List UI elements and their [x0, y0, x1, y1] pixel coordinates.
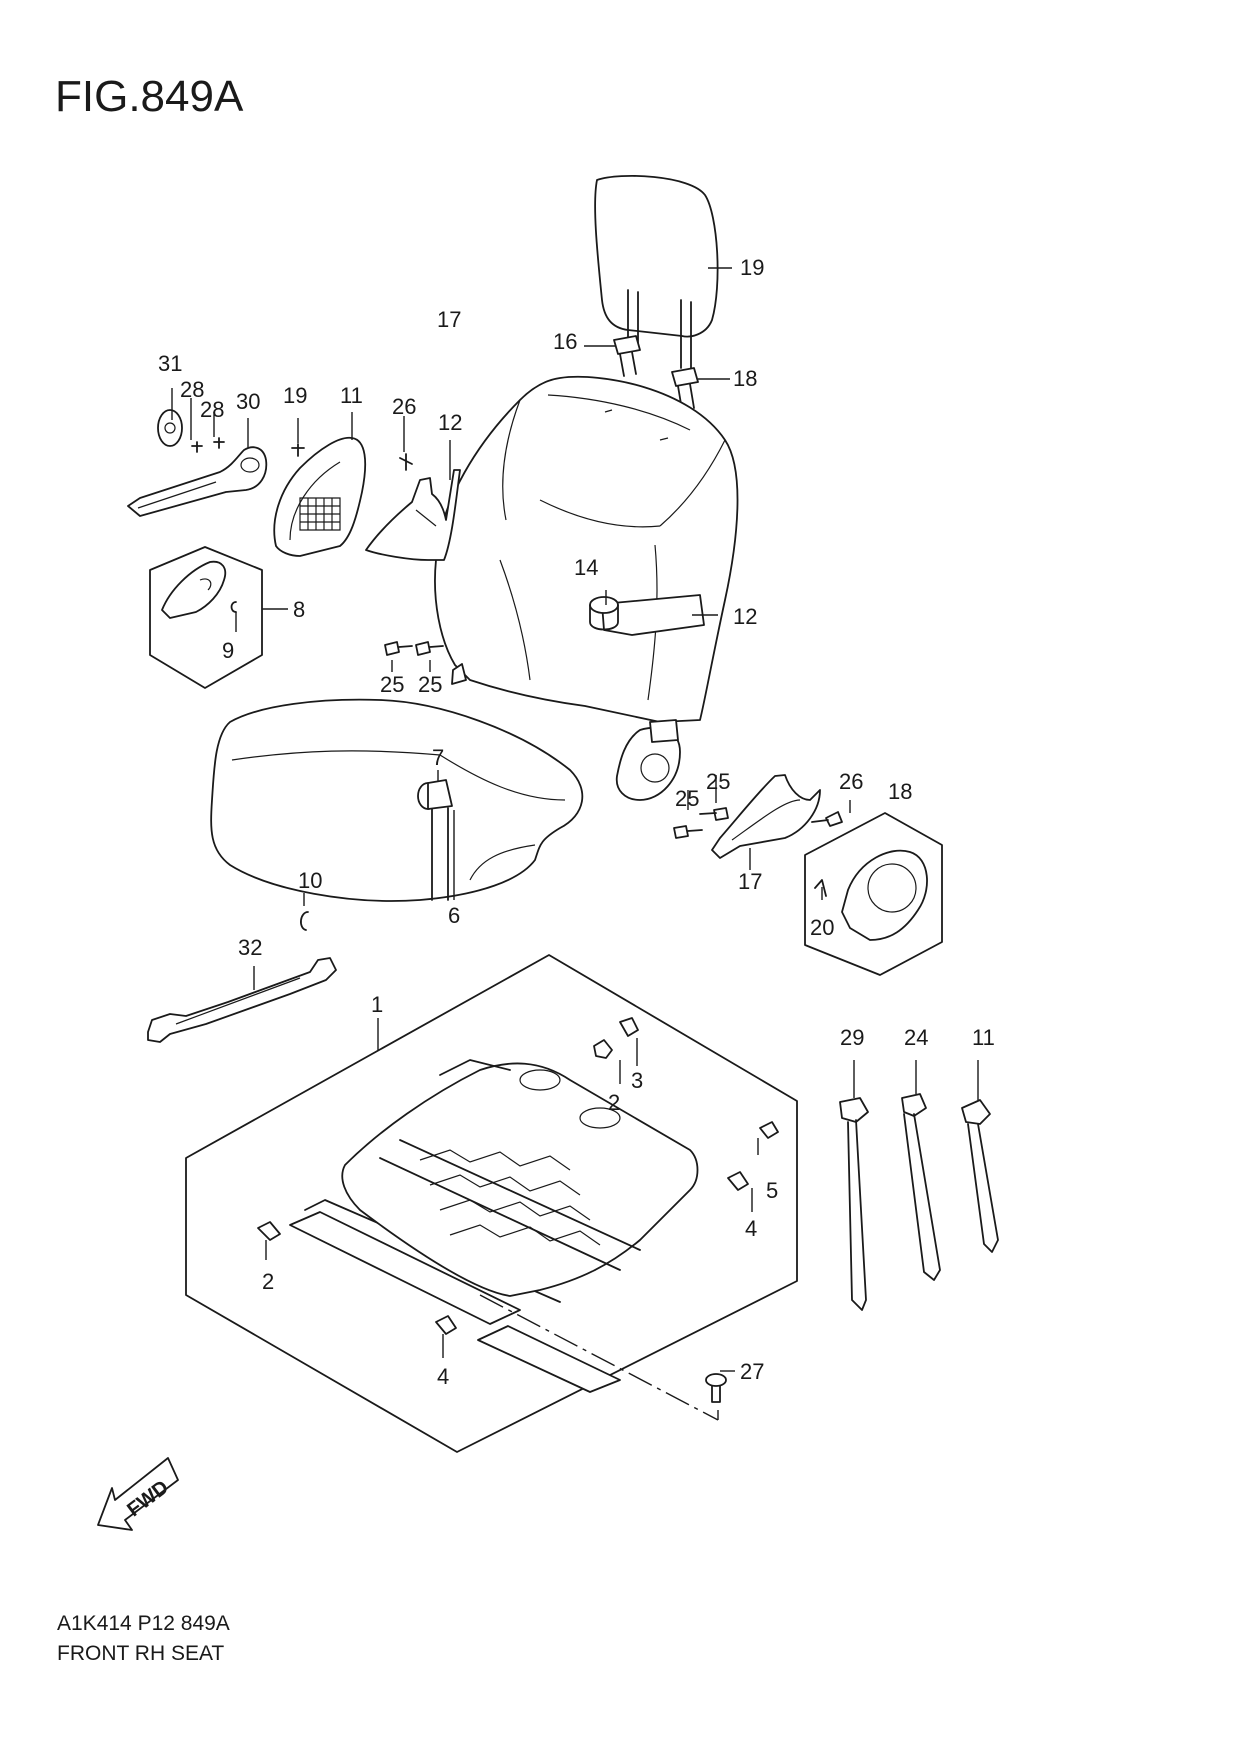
callout-label: 30: [236, 389, 260, 414]
callout-label: 11: [340, 383, 363, 408]
callout-label: 29: [840, 1025, 864, 1050]
callout-label: 25: [380, 672, 404, 697]
callout-label: 25: [706, 769, 730, 794]
callout-label: 4: [437, 1364, 449, 1389]
screw-part: [384, 641, 444, 656]
callout-label: 18: [888, 779, 912, 804]
callout-label: 32: [238, 935, 262, 960]
cable-tie-part: [839, 1093, 999, 1311]
seat-back-part: [434, 375, 739, 801]
leader-lines: [171, 267, 979, 1372]
callout-label: 17: [738, 869, 762, 894]
callout-label: 14: [574, 555, 598, 580]
callout-label: 19: [740, 255, 764, 280]
figure-title: FIG.849A: [55, 72, 244, 121]
callout-numbers: 19 16 18 17 12 14 31 28 28 30 19 11 26 1…: [158, 255, 995, 1389]
callout-label: 28: [180, 377, 204, 402]
callout-label: 25: [418, 672, 442, 697]
callout-label: 16: [553, 329, 577, 354]
trim-part: [365, 453, 461, 561]
callout-label: 28: [200, 397, 224, 422]
knob-cover-part: [149, 546, 263, 689]
callout-label: 26: [392, 394, 416, 419]
callout-label: 19: [283, 383, 307, 408]
bolt-part: [705, 1373, 727, 1403]
callout-label: 12: [438, 410, 462, 435]
side-cover-part: [273, 436, 367, 557]
callout-label: 7: [432, 745, 444, 770]
callout-label: 1: [371, 992, 383, 1017]
callout-label: 26: [839, 769, 863, 794]
callout-label: 4: [745, 1216, 757, 1241]
callout-label: 12: [733, 604, 757, 629]
callout-label: 24: [904, 1025, 928, 1050]
callout-label: 8: [293, 597, 305, 622]
callout-label: 6: [448, 903, 460, 928]
headrest-part: [594, 175, 719, 371]
headrest-guide-part: [613, 335, 699, 411]
figure-code: A1K414 P12 849A: [57, 1612, 230, 1635]
callout-label: 20: [810, 915, 834, 940]
forward-direction-arrow: FWD: [97, 1457, 179, 1531]
callout-label: 18: [733, 366, 757, 391]
callout-label: 31: [158, 351, 182, 376]
recliner-cover-part: [804, 812, 943, 976]
callout-label: 3: [631, 1068, 643, 1093]
callout-label: 10: [298, 868, 322, 893]
callout-label: 27: [740, 1359, 764, 1384]
callout-label: 2: [262, 1269, 274, 1294]
figure-caption: FRONT RH SEAT: [57, 1642, 225, 1665]
recliner-lever-part: [127, 409, 268, 517]
clip-part: [257, 1017, 779, 1335]
callout-label: 25: [675, 786, 699, 811]
clip-part: [300, 911, 309, 931]
rail-cover-part: [147, 957, 337, 1043]
callout-label: 9: [222, 638, 234, 663]
recliner-trim-part: [673, 774, 843, 859]
seat-cushion-part: [210, 698, 584, 902]
callout-label: 5: [766, 1178, 778, 1203]
seat-frame-part: [185, 954, 798, 1453]
callout-label: 11: [972, 1025, 995, 1050]
callout-label: 17: [437, 307, 461, 332]
callout-label: 2: [608, 1090, 620, 1115]
